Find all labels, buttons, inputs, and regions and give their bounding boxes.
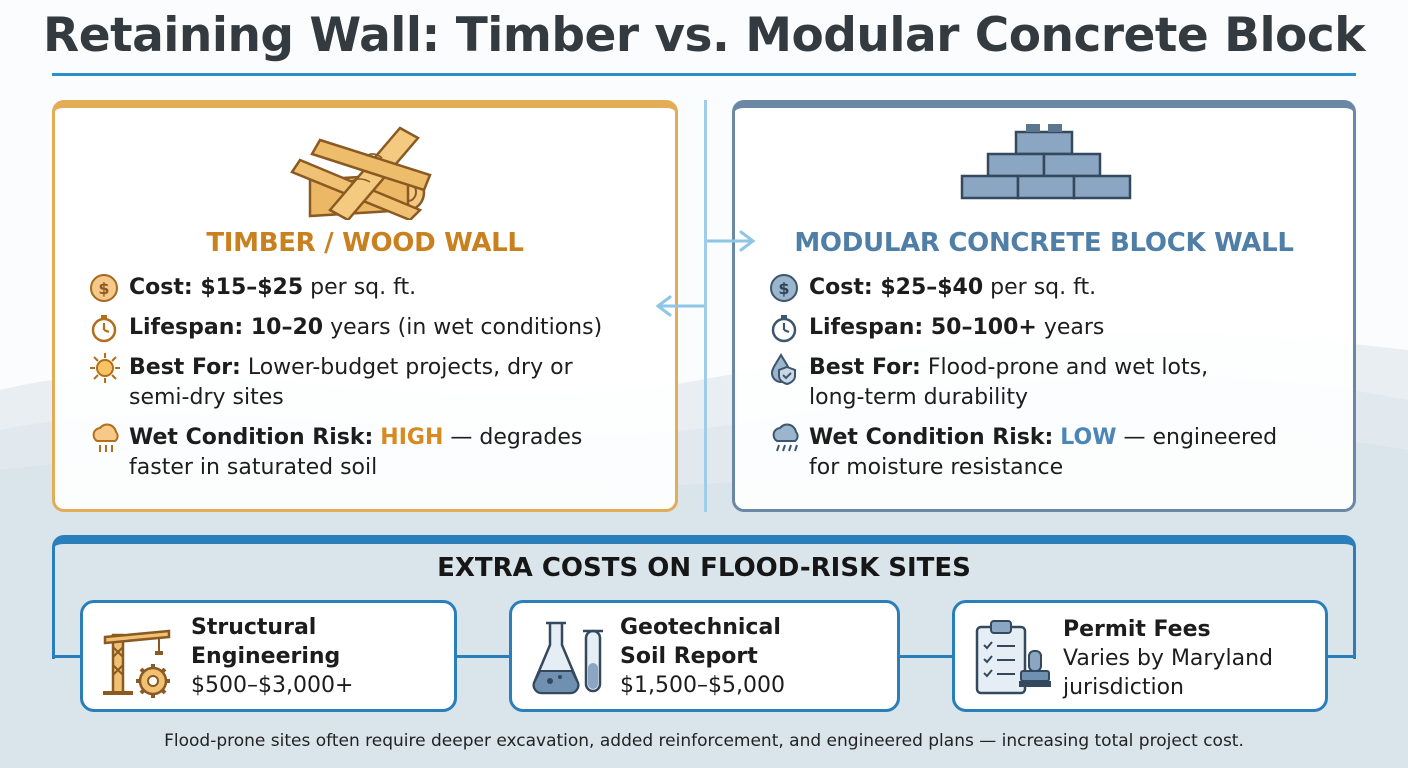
concrete-lifespan-label: Lifespan: 50–100+: [809, 315, 1037, 340]
timber-panel: TIMBER / WOOD WALL $ Cost: $15–$25 per s…: [52, 100, 678, 512]
concrete-risk-value: — engineered for moisture resistance: [809, 425, 1278, 480]
concrete-lifespan-row: Lifespan: 50–100+ years: [769, 313, 1343, 343]
timber-bestfor-label: Best For:: [129, 355, 241, 380]
wood-planks-logs-illustration: [290, 126, 432, 220]
water-drop-shield-icon: [769, 353, 809, 385]
concrete-cost-row: $ Cost: $25–$40 per sq. ft.: [769, 273, 1343, 303]
concrete-cost-label: Cost: $25–$40: [809, 275, 984, 300]
arrow-left-icon: [655, 295, 704, 317]
card-value-line1: Varies by Maryland: [1063, 646, 1273, 671]
card-title-line2: Soil Report: [620, 644, 758, 669]
timber-risk-row: Wet Condition Risk: HIGH — degrades fast…: [89, 423, 665, 483]
extra-costs-title: EXTRA COSTS ON FLOOD-RISK SITES: [437, 553, 971, 583]
stopwatch-icon: [769, 313, 809, 343]
crane-gear-icon: [103, 629, 171, 698]
connector-line: [898, 655, 954, 658]
permit-fees-card: Permit Fees Varies by Maryland jurisdict…: [952, 600, 1328, 712]
card-value: $500–$3,000+: [191, 673, 354, 698]
concrete-blocks-illustration: [960, 124, 1132, 200]
center-divider: [704, 100, 707, 512]
svg-text:$: $: [98, 279, 109, 298]
dollar-coin-icon: $: [769, 273, 809, 303]
connector-line: [1326, 655, 1356, 658]
concrete-risk-level: LOW: [1060, 425, 1117, 450]
timber-lifespan-row: Lifespan: 10–20 years (in wet conditions…: [89, 313, 665, 343]
extra-costs-frame: [52, 535, 1356, 659]
arrow-right-icon: [707, 230, 756, 252]
concrete-cost-value: per sq. ft.: [983, 275, 1097, 300]
timber-risk-label: Wet Condition Risk:: [129, 425, 374, 450]
concrete-panel: MODULAR CONCRETE BLOCK WALL $ Cost: $25–…: [732, 100, 1356, 512]
card-title: Permit Fees: [1063, 617, 1211, 642]
structural-engineering-card: Structural Engineering $500–$3,000+: [80, 600, 457, 712]
card-value-line2: jurisdiction: [1063, 675, 1184, 700]
concrete-bestfor-row: Best For: Flood-prone and wet lots, long…: [769, 353, 1343, 413]
concrete-bestfor-label: Best For:: [809, 355, 921, 380]
connector-line: [52, 655, 82, 658]
stopwatch-icon: [89, 313, 129, 343]
timber-lifespan-label: Lifespan: 10–20: [129, 315, 324, 340]
title-underline: [52, 73, 1356, 76]
timber-cost-row: $ Cost: $15–$25 per sq. ft.: [89, 273, 665, 303]
rain-cloud-icon: [89, 423, 129, 453]
timber-cost-label: Cost: $15–$25: [129, 275, 304, 300]
card-title-line1: Geotechnical: [620, 615, 781, 640]
concrete-heading: MODULAR CONCRETE BLOCK WALL: [794, 228, 1294, 258]
footnote: Flood-prone sites often require deeper e…: [164, 731, 1244, 751]
connector-line: [455, 655, 511, 658]
card-title-line2: Engineering: [191, 644, 341, 669]
timber-bestfor-row: Best For: Lower-budget projects, dry or …: [89, 353, 665, 413]
dollar-coin-icon: $: [89, 273, 129, 303]
timber-risk-value: — degrades faster in saturated soil: [129, 425, 583, 480]
geotechnical-report-card: Geotechnical Soil Report $1,500–$5,000: [509, 600, 900, 712]
concrete-risk-label: Wet Condition Risk:: [809, 425, 1054, 450]
page-title: Retaining Wall: Timber vs. Modular Concr…: [43, 8, 1365, 63]
concrete-bestfor-value: Flood-prone and wet lots, long-term dura…: [809, 355, 1209, 410]
card-value: $1,500–$5,000: [620, 673, 785, 698]
concrete-lifespan-value: years: [1036, 315, 1105, 340]
timber-cost-value: per sq. ft.: [303, 275, 417, 300]
timber-risk-level: HIGH: [380, 425, 444, 450]
timber-heading: TIMBER / WOOD WALL: [206, 228, 524, 258]
card-title-line1: Structural: [191, 615, 317, 640]
clipboard-stamp-icon: [975, 620, 1051, 695]
timber-lifespan-value: years (in wet conditions): [323, 315, 603, 340]
lab-flask-icon: [532, 621, 603, 695]
rain-cloud-icon: [769, 423, 809, 453]
concrete-risk-row: Wet Condition Risk: LOW — engineered for…: [769, 423, 1343, 483]
timber-bestfor-value: Lower-budget projects, dry or semi-dry s…: [129, 355, 573, 410]
sun-icon: [89, 353, 129, 383]
svg-text:$: $: [778, 279, 789, 298]
